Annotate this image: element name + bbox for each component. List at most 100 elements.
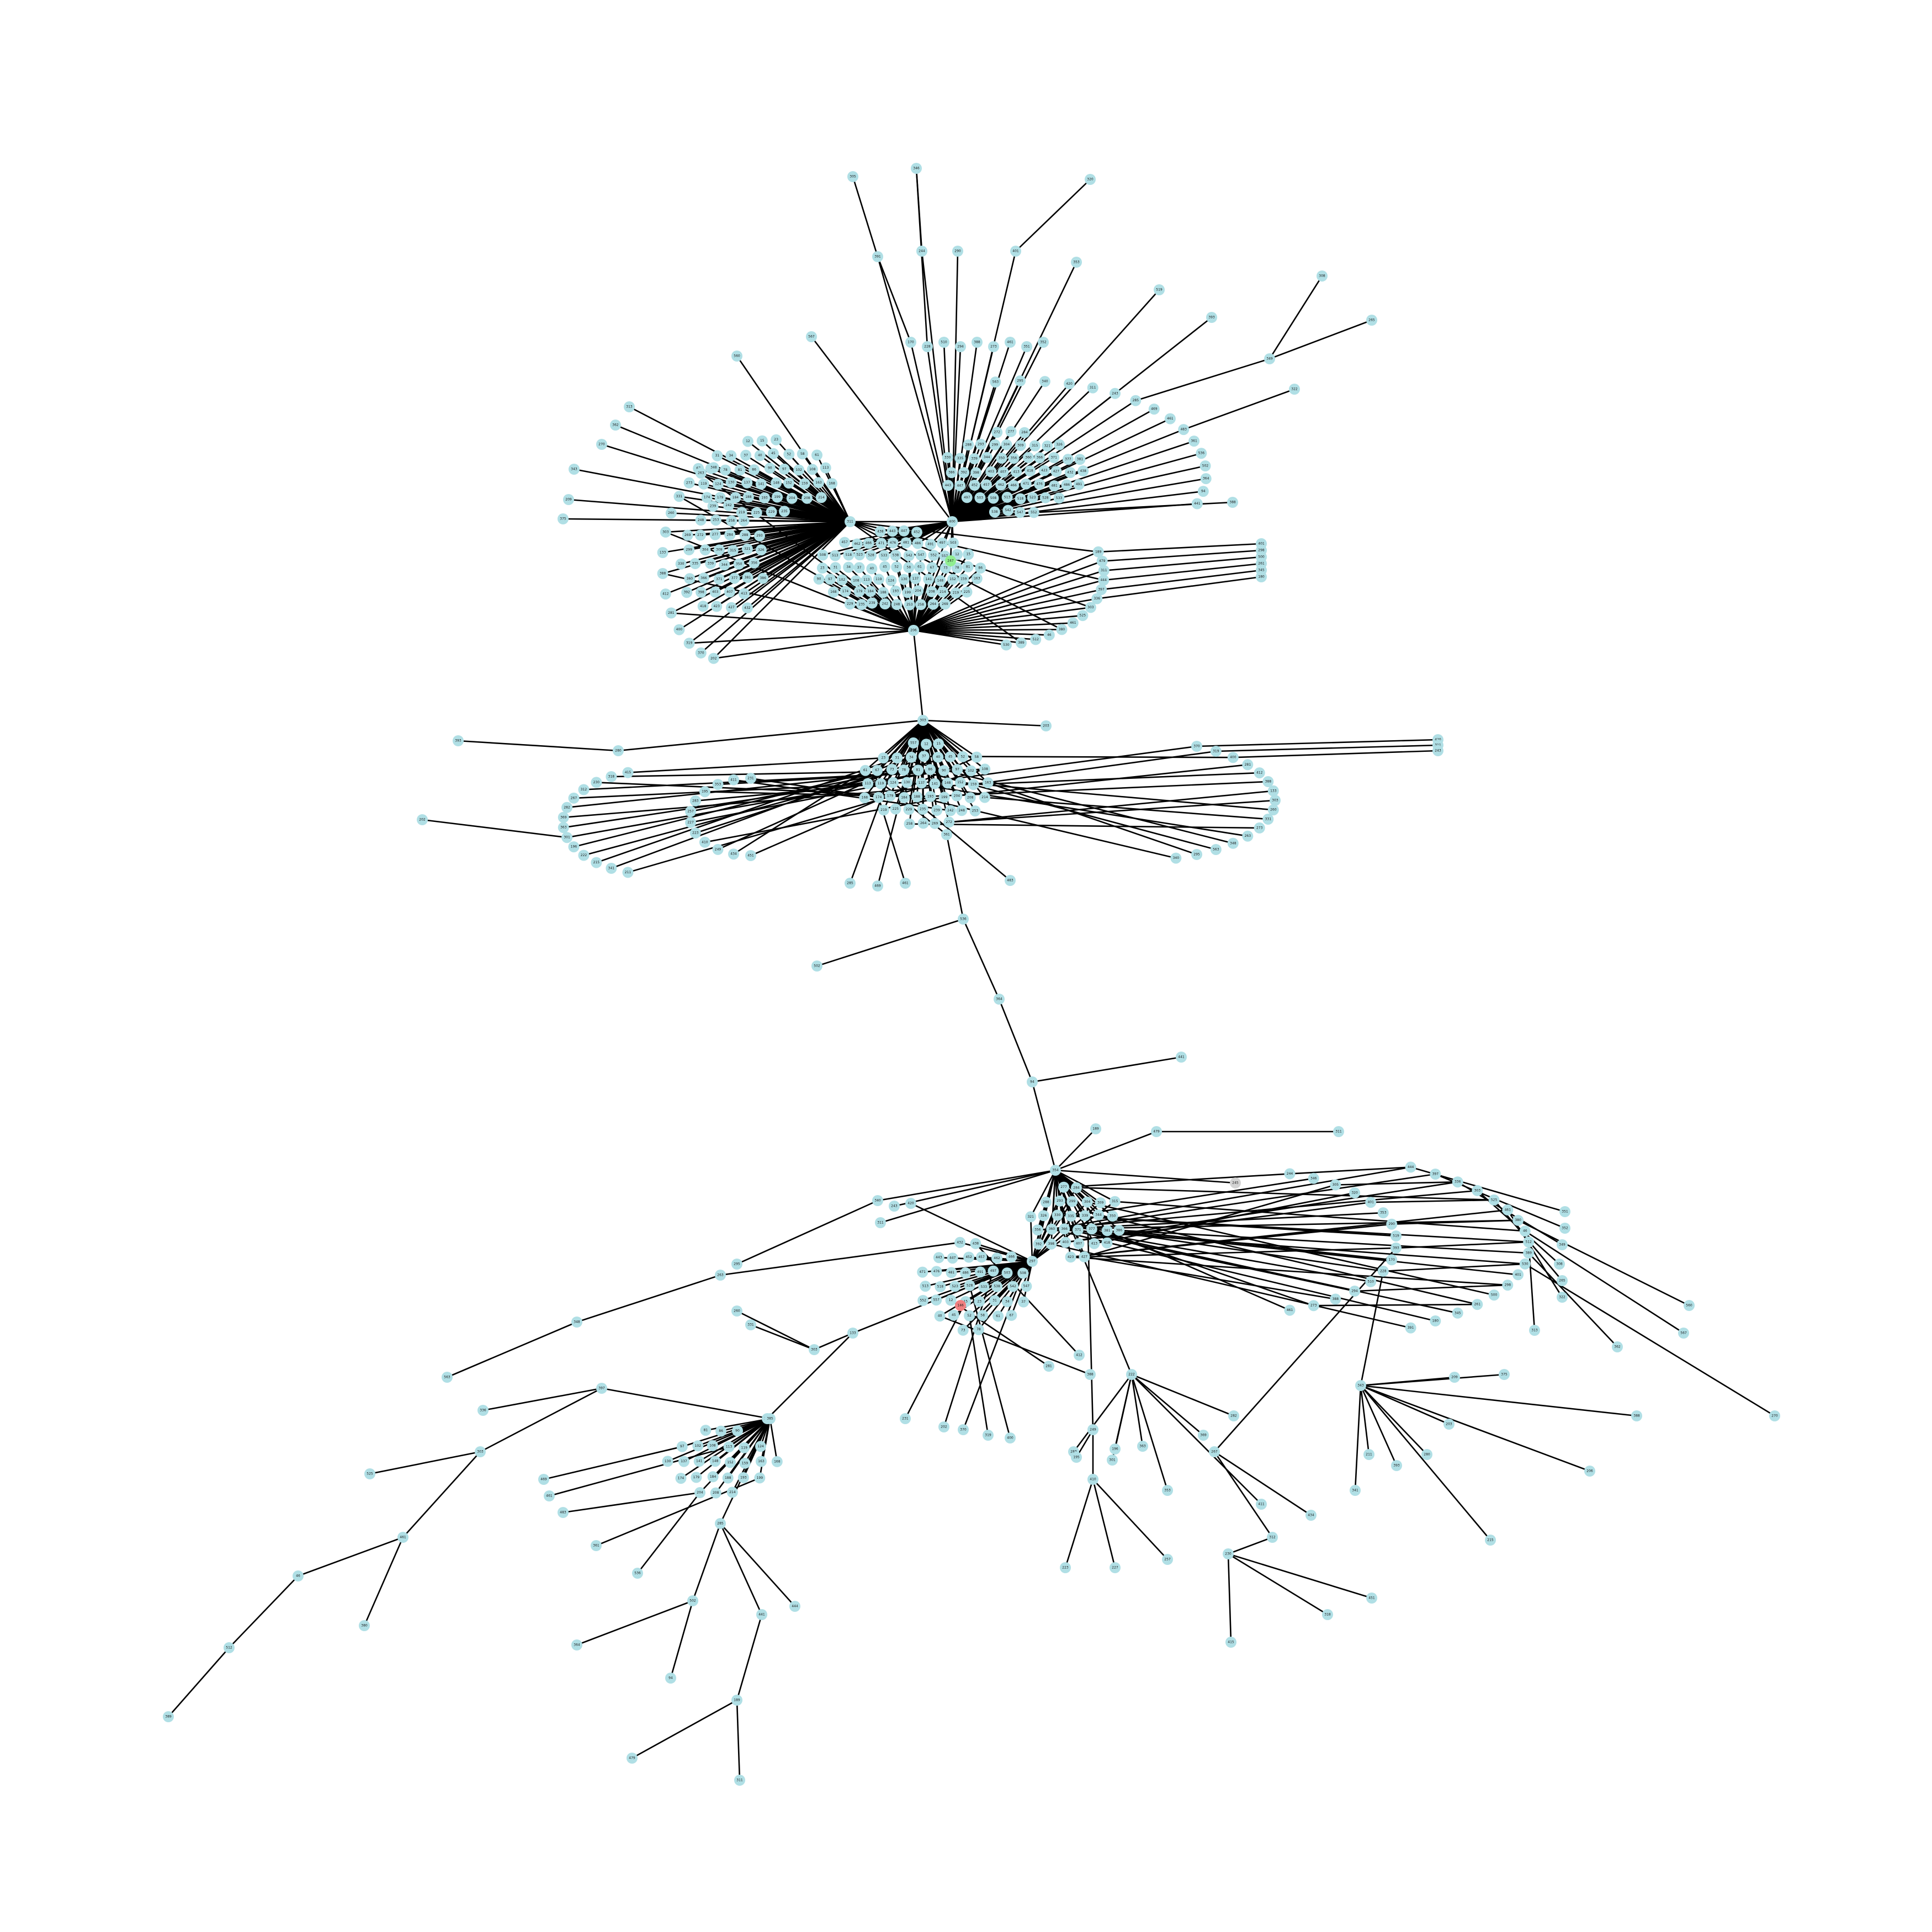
graph-node: 476 (931, 1266, 942, 1277)
graph-node: 497 (937, 537, 948, 549)
node-label: 223 (1062, 1566, 1069, 1570)
node-label: 229 (906, 808, 912, 811)
node-label: 261 (1258, 562, 1265, 566)
graph-node: 348 (1227, 837, 1239, 849)
graph-node: 102 (793, 464, 805, 476)
graph-node: 326 (1038, 1210, 1049, 1222)
graph-node: 536 (1196, 448, 1207, 459)
node-label: 284 (1021, 431, 1028, 434)
graph-node: 434 (728, 848, 739, 860)
graph-node: 331 (673, 491, 685, 502)
graph-node: 339 (969, 453, 980, 464)
node-circle (957, 751, 969, 762)
graph-node: 230 (591, 777, 602, 788)
node-circle (1430, 1169, 1441, 1180)
node-label: 40 (938, 1314, 942, 1318)
node-circle (1289, 384, 1300, 395)
graph-node: 113 (723, 1441, 735, 1453)
node-label: 34 (729, 454, 733, 458)
node-circle (836, 574, 848, 586)
node-label: 230 (1225, 1552, 1232, 1556)
graph-edge (968, 1315, 989, 1436)
graph-node: 393 (1391, 1460, 1402, 1471)
node-label: 563 (444, 1376, 450, 1379)
node-circle (710, 514, 721, 526)
graph-node: 264 (738, 515, 750, 527)
node-label: 427 (1053, 470, 1060, 474)
node-label: 297 (1029, 1260, 1036, 1264)
node-label: 159 (742, 1461, 749, 1465)
graph-node: 397 (1430, 1169, 1441, 1180)
node-label: 538 (994, 1285, 1000, 1288)
graph-edge (913, 579, 1104, 631)
node-label: 434 (730, 852, 737, 856)
graph-node: 311 (845, 516, 856, 527)
graph-node: 483 (558, 1507, 569, 1518)
node-label: 146 (957, 1304, 964, 1308)
node-circle (699, 544, 711, 556)
node-circle (712, 779, 724, 790)
node-label: 273 (1256, 826, 1263, 830)
graph-edge (904, 781, 1268, 799)
graph-edge (951, 262, 1078, 522)
node-label: 360 (1025, 455, 1032, 459)
node-circle (1054, 1195, 1065, 1207)
graph-node: 67 (872, 765, 883, 776)
node-label: 163 (974, 577, 980, 581)
graph-node: 264 (927, 598, 939, 610)
node-circle (947, 537, 959, 549)
graph-node: 457 (839, 537, 851, 548)
graph-node: 81 (962, 561, 974, 572)
graph-node: 31 (989, 1295, 1000, 1307)
node-circle (1098, 575, 1110, 586)
node-circle (1267, 785, 1279, 797)
node-label: 352 (1040, 341, 1047, 344)
graph-node: 189 (1090, 1123, 1101, 1134)
node-label: 137 (681, 1459, 687, 1463)
graph-node: 420 (1064, 378, 1075, 390)
graph-node: 411 (728, 774, 739, 785)
graph-edge (1073, 1374, 1133, 1452)
node-label: 407 (1000, 470, 1007, 474)
node-circle (875, 1217, 886, 1228)
graph-node: 209 (1449, 1372, 1460, 1383)
node-circle (862, 778, 874, 789)
graph-node: 168 (771, 1456, 783, 1467)
node-circle (558, 822, 569, 834)
node-label: 518 (937, 1285, 944, 1289)
graph-node: 491 (974, 1266, 986, 1278)
graph-node: 311 (1333, 1126, 1344, 1137)
node-circle (741, 543, 753, 555)
node-label: 248 (958, 809, 965, 813)
graph-node: 538 (989, 506, 1000, 518)
graph-node: 148 (942, 777, 953, 789)
node-label: 40 (758, 454, 762, 458)
node-label: 293 (1057, 1199, 1063, 1203)
graph-node: 263 (1242, 830, 1254, 842)
graph-node: 392 (958, 467, 970, 479)
node-label: 343 (1357, 1384, 1364, 1388)
node-circle (685, 817, 697, 828)
graph-edge (952, 316, 1212, 523)
node-label: 311 (1335, 1130, 1342, 1134)
node-circle (890, 550, 901, 561)
node-circle (734, 1775, 745, 1786)
graph-node: 273 (1254, 822, 1265, 834)
graph-node: 389 (1016, 637, 1027, 649)
graph-node: 298 (1502, 1280, 1514, 1291)
graph-edge (1354, 1385, 1362, 1491)
graph-node: 360 (1046, 1223, 1058, 1235)
node-circle (707, 501, 719, 512)
graph-node: 208 (802, 492, 813, 504)
node-circle (1264, 353, 1275, 364)
graph-node: 438 (1078, 465, 1089, 477)
node-circle (665, 607, 677, 619)
graph-node: 351 (1559, 1206, 1570, 1217)
node-circle (1006, 1251, 1017, 1262)
node-label: 78 (955, 566, 959, 570)
graph-node: 481 (1049, 480, 1060, 492)
node-label: 269 (684, 533, 691, 537)
graph-node: 184 (899, 792, 910, 803)
node-label: 486 (915, 542, 921, 545)
graph-edge (1131, 1373, 1234, 1417)
